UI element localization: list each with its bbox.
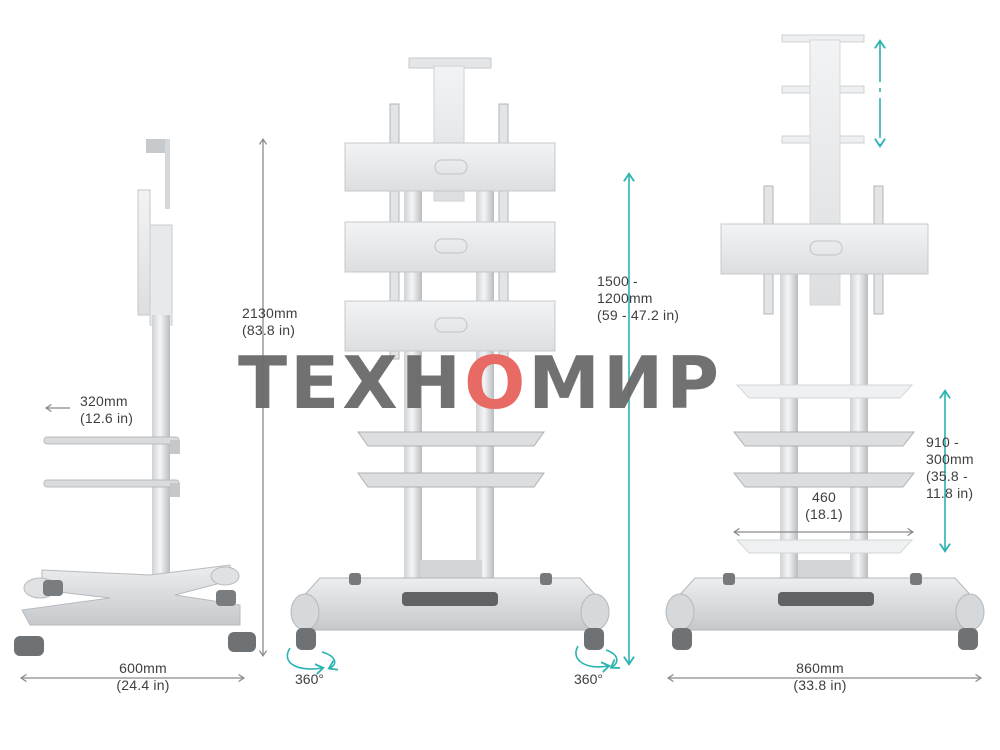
mount-range-label: 1500 - 1200mm (59 - 47.2 in): [597, 273, 679, 324]
base-width-label-mm: 860mm: [796, 660, 844, 676]
base-width-label-in: (33.8 in): [793, 677, 847, 693]
height-label: 2130mm (83.8 in): [242, 305, 298, 339]
shelf-width-label-mm: 460: [812, 489, 836, 505]
height-label-mm: 2130mm: [242, 305, 298, 321]
shelf-range-label-2: 300mm: [926, 451, 974, 467]
watermark-logo: ТЕХНОМИР: [238, 343, 722, 423]
shelf-range-label-4: 11.8 in): [926, 485, 974, 501]
front-view-stand: [290, 57, 610, 650]
watermark-part-3: МИР: [528, 341, 722, 425]
depth-label-in: (12.6 in): [80, 410, 134, 426]
shelf-range-label: 910 - 300mm (35.8 - 11.8 in): [926, 434, 974, 502]
adjustable-view-stand: [665, 34, 985, 650]
rotation-arrow-right: [575, 645, 608, 667]
mount-range-label-1: 1500 -: [597, 273, 638, 289]
depth-label: 320mm (12.6 in): [80, 393, 133, 427]
rotation-arrow-left: [286, 647, 322, 669]
mount-range-label-3: (59 - 47.2 in): [597, 307, 680, 323]
rotation-label-right: 360°: [574, 671, 603, 687]
mount-range-label-2: 1200mm: [597, 290, 653, 306]
side-view-stand: [14, 139, 256, 656]
depth-label-mm: 320mm: [80, 393, 128, 409]
side-base-label-in: (24.4 in): [116, 677, 170, 693]
side-base-label: 600mm (24.4 in): [103, 660, 183, 694]
base-width-label: 860mm (33.8 in): [780, 660, 860, 694]
shelf-range-label-3: (35.8 -: [926, 468, 968, 484]
shelf-width-label: 460 (18.1): [798, 489, 850, 523]
rotation-label-left: 360°: [295, 671, 324, 687]
watermark-part-2: О: [464, 341, 529, 425]
height-label-in: (83.8 in): [242, 322, 296, 338]
rotation-arrow-right-b: [605, 649, 617, 667]
side-base-label-mm: 600mm: [119, 660, 167, 676]
shelf-width-label-in: (18.1): [805, 506, 843, 522]
watermark-part-1: ТЕХН: [238, 341, 465, 425]
rotation-arrow-left-b: [321, 651, 335, 668]
shelf-range-label-1: 910 -: [926, 434, 959, 450]
